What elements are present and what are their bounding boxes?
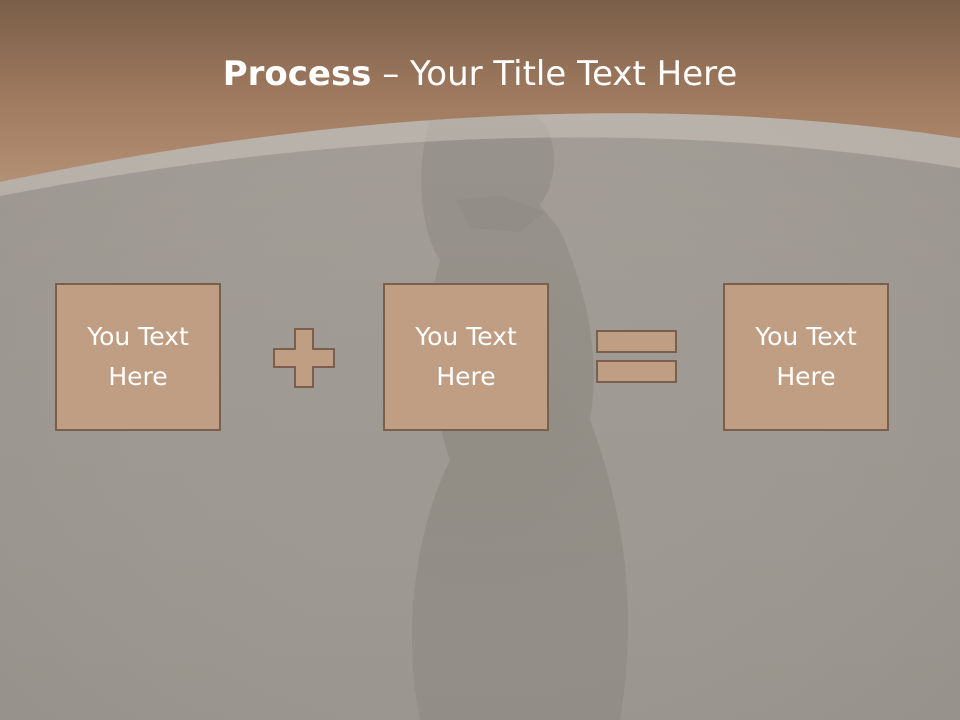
text-box-1-label: You Text Here (87, 322, 189, 391)
text-box-2-label: You Text Here (415, 322, 517, 391)
title-rest: – Your Title Text Here (371, 54, 738, 94)
text-box-3-label: You Text Here (755, 322, 857, 391)
slide-title: Process – Your Title Text Here (0, 52, 960, 96)
text-box-2[interactable]: You Text Here (383, 283, 549, 431)
plus-icon (273, 328, 335, 388)
header-arc-highlight (0, 113, 960, 196)
title-bold: Process (222, 54, 372, 94)
text-box-1[interactable]: You Text Here (55, 283, 221, 431)
equals-icon (596, 330, 677, 383)
header-band (0, 0, 960, 182)
text-box-3[interactable]: You Text Here (723, 283, 889, 431)
